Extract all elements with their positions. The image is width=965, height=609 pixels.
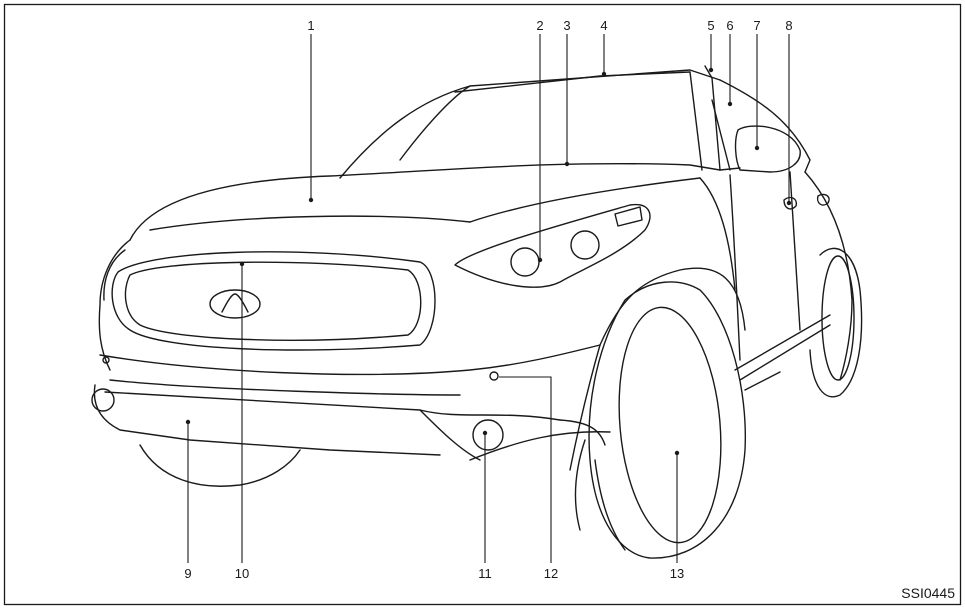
leader-dot-10 (239, 261, 245, 267)
callout-8: 8 (785, 18, 792, 33)
fog-lights (91, 356, 504, 451)
car-body (93, 65, 853, 471)
leader-dot-4 (601, 71, 607, 77)
leader-dot-5 (708, 67, 714, 73)
callout-9: 9 (184, 566, 191, 581)
leader-dot-11 (482, 430, 488, 436)
callout-10: 10 (235, 566, 249, 581)
headlight-assembly (454, 203, 651, 288)
leader-12 (499, 376, 552, 563)
leader-dot-1 (308, 197, 314, 203)
front-right-tire (574, 281, 747, 559)
diagram-frame (3, 3, 962, 606)
callout-4: 4 (600, 18, 607, 33)
rear-right-tire (809, 247, 863, 398)
leader-dot-6 (727, 101, 733, 107)
leader-dot-7 (754, 145, 760, 151)
callout-11: 11 (478, 566, 492, 581)
front-grille (111, 251, 436, 351)
callout-5: 5 (707, 18, 714, 33)
callout-13: 13 (670, 566, 684, 581)
callout-6: 6 (726, 18, 733, 33)
side-mirror (719, 125, 801, 173)
front-left-tire (139, 444, 301, 487)
leader-dot-2 (537, 257, 543, 263)
callout-12: 12 (544, 566, 558, 581)
callout-2: 2 (536, 18, 543, 33)
image-code: SSI0445 (901, 585, 955, 601)
leader-dot-9 (185, 419, 191, 425)
leader-dot-8 (786, 200, 792, 206)
leader-lines (185, 34, 792, 563)
leader-dot-13 (674, 450, 680, 456)
callout-7: 7 (753, 18, 760, 33)
callout-3: 3 (563, 18, 570, 33)
leader-dot-3 (564, 161, 570, 167)
callout-labels: 1 2 3 4 5 6 7 8 9 10 11 12 13 (184, 18, 792, 581)
callout-1: 1 (307, 18, 314, 33)
